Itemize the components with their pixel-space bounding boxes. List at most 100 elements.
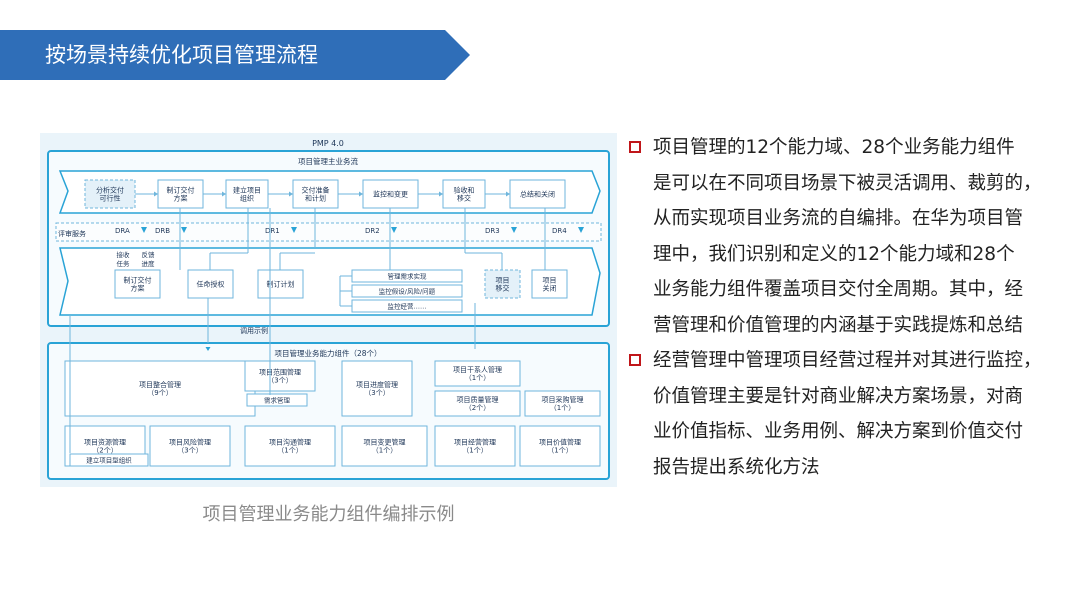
bottom-step xyxy=(531,269,568,299)
build-org-sub-item-text: 建立项目型组织 xyxy=(86,455,132,464)
bullet-line: 项目管理的12个能力域、28个业务能力组件 xyxy=(653,137,1015,158)
component-communication-text: （1个） xyxy=(277,447,302,455)
component-procurement-text: （1个） xyxy=(550,404,575,412)
component-quality-text: 项目质量管理 xyxy=(457,395,499,404)
bottom-step xyxy=(187,269,234,299)
decision-triangle-icon xyxy=(578,227,584,233)
bottom-step xyxy=(257,269,304,299)
bottom-step-text: 方案 xyxy=(131,284,145,293)
flow-step-text: 移交 xyxy=(457,194,471,203)
component-schedule-text: 项目进度管理 xyxy=(356,380,398,389)
component-risk xyxy=(149,425,231,467)
monitor-item-text: 管理需求实现 xyxy=(388,271,428,280)
requirements-sub-item xyxy=(246,393,308,407)
flow-step-text: 交付准备 xyxy=(302,185,330,194)
component-stakeholder-text: （1个） xyxy=(465,374,490,382)
bullet-line: 业价值指标、业务用例、解决方案到价值交付 xyxy=(653,421,1024,442)
component-risk-text: （3个） xyxy=(177,447,202,455)
flow-step-text: 方案 xyxy=(174,194,188,203)
bullet-line: 是可以在不同项目场景下被灵活调用、裁剪的， xyxy=(653,172,1042,194)
component-schedule-text: （3个） xyxy=(364,389,389,397)
component-operations-text: 项目经营管理 xyxy=(454,437,496,446)
decision-triangle-icon xyxy=(391,227,397,233)
title-banner: 按场景持续优化项目管理流程 xyxy=(0,30,470,80)
arrow-head xyxy=(359,191,363,197)
component-risk-text: 项目风险管理 xyxy=(169,437,211,446)
decision-point-label: DR2 xyxy=(365,227,380,235)
flow-step-text: 验收和 xyxy=(454,185,475,194)
components-title: 项目管理业务能力组件（28个） xyxy=(274,348,381,358)
bullet-line: 从而实现项目业务流的自编排。在华为项目管 xyxy=(653,208,1024,229)
decision-point-label: DRA xyxy=(115,227,130,235)
bullet-list: 项目管理的12个能力域、28个业务能力组件 是可以在不同项目场景下被灵活调用、裁… xyxy=(627,130,1072,485)
flow-step-text: 可行性 xyxy=(100,194,121,203)
component-value-text: （1个） xyxy=(547,447,572,455)
review-label: 评审服务 xyxy=(58,229,86,238)
component-communication-text: 项目沟通管理 xyxy=(269,437,311,446)
bullet-square-icon xyxy=(629,354,641,366)
call-label: 调用示例 xyxy=(240,326,268,335)
receive-label: 接收 xyxy=(117,250,131,259)
diagram-svg: PMP 4.0项目管理主业务流分析交付可行性制订交付方案建立项目组织交付准备和计… xyxy=(40,133,617,487)
component-resource-text: （2个） xyxy=(92,447,117,455)
bullet-item-1: 项目管理的12个能力域、28个业务能力组件 是可以在不同项目场景下被灵活调用、裁… xyxy=(627,130,1072,343)
flow-step-text: 组织 xyxy=(240,194,254,203)
arrow-head xyxy=(439,191,443,197)
bottom-step-text: 项目 xyxy=(496,276,510,284)
bottom-step-text: 制订计划 xyxy=(267,279,295,288)
bottom-step-text: 关闭 xyxy=(543,284,557,293)
component-scope-text: （3个） xyxy=(267,377,292,385)
flow-step-text: 制订交付 xyxy=(167,185,195,194)
build-org-sub-item xyxy=(69,453,149,467)
bottom-step-text: 项目 xyxy=(543,276,557,284)
arrow-head xyxy=(154,191,158,197)
flow-step-text: 建立项目 xyxy=(233,185,261,194)
bullet-line: 业务能力组件覆盖项目交付全周期。其中，经 xyxy=(653,279,1024,300)
flow-step xyxy=(84,179,136,209)
component-operations-text: （1个） xyxy=(462,447,487,455)
bullet-line: 报告提出系统化方法 xyxy=(653,456,820,478)
component-value xyxy=(519,425,601,467)
monitor-item-text: 监控假设/风险/问题 xyxy=(379,286,436,295)
component-integration-text: （9个） xyxy=(147,389,172,397)
bottom-step xyxy=(484,269,521,299)
bottom-step-text: 任命授权 xyxy=(197,279,225,288)
component-quality xyxy=(434,390,521,417)
diagram-caption: 项目管理业务能力组件编排示例 xyxy=(202,504,455,525)
component-change xyxy=(341,425,428,467)
flow-step-text: 分析交付 xyxy=(96,185,124,194)
arrow-head xyxy=(205,347,211,351)
decision-triangle-icon xyxy=(511,227,517,233)
bullet-line: 经营管理中管理项目经营过程并对其进行监控， xyxy=(653,350,1042,371)
decision-triangle-icon xyxy=(181,227,187,233)
flow-step xyxy=(157,179,204,209)
decision-point-label: DR1 xyxy=(265,227,280,235)
bullet-line: 理中，我们识别和定义的12个能力域和28个 xyxy=(653,243,1015,265)
component-stakeholder xyxy=(434,360,521,387)
pmp-label: PMP 4.0 xyxy=(312,139,344,148)
arrow-head xyxy=(289,191,293,197)
component-schedule xyxy=(341,360,413,417)
component-change-text: 项目变更管理 xyxy=(364,437,406,446)
bullet-item-2: 经营管理中管理项目经营过程并对其进行监控， 价值管理主要是针对商业解决方案场景，… xyxy=(627,343,1072,485)
bottom-step xyxy=(114,269,161,299)
flow-step xyxy=(509,179,566,209)
component-stakeholder-text: 项目干系人管理 xyxy=(453,365,502,374)
bullet-square-icon xyxy=(629,141,641,153)
task-label: 任务 xyxy=(117,259,131,268)
component-procurement-text: 项目采购管理 xyxy=(542,395,584,404)
monitor-item-text: 监控经营…… xyxy=(388,301,427,310)
flow-step-text: 总结和关闭 xyxy=(520,189,555,198)
flow-step-text: 和计划 xyxy=(305,194,326,203)
component-communication xyxy=(244,425,336,467)
progress-label: 进度 xyxy=(142,259,156,268)
bottom-step-text: 移交 xyxy=(496,284,510,293)
decision-triangle-icon xyxy=(291,227,297,233)
component-scope xyxy=(244,360,316,392)
component-value-text: 项目价值管理 xyxy=(539,437,581,446)
main-flow-title: 项目管理主业务流 xyxy=(298,156,358,166)
component-change-text: （1个） xyxy=(372,447,397,455)
decision-triangle-icon xyxy=(141,227,147,233)
requirements-sub-item-text: 需求管理 xyxy=(264,395,291,404)
